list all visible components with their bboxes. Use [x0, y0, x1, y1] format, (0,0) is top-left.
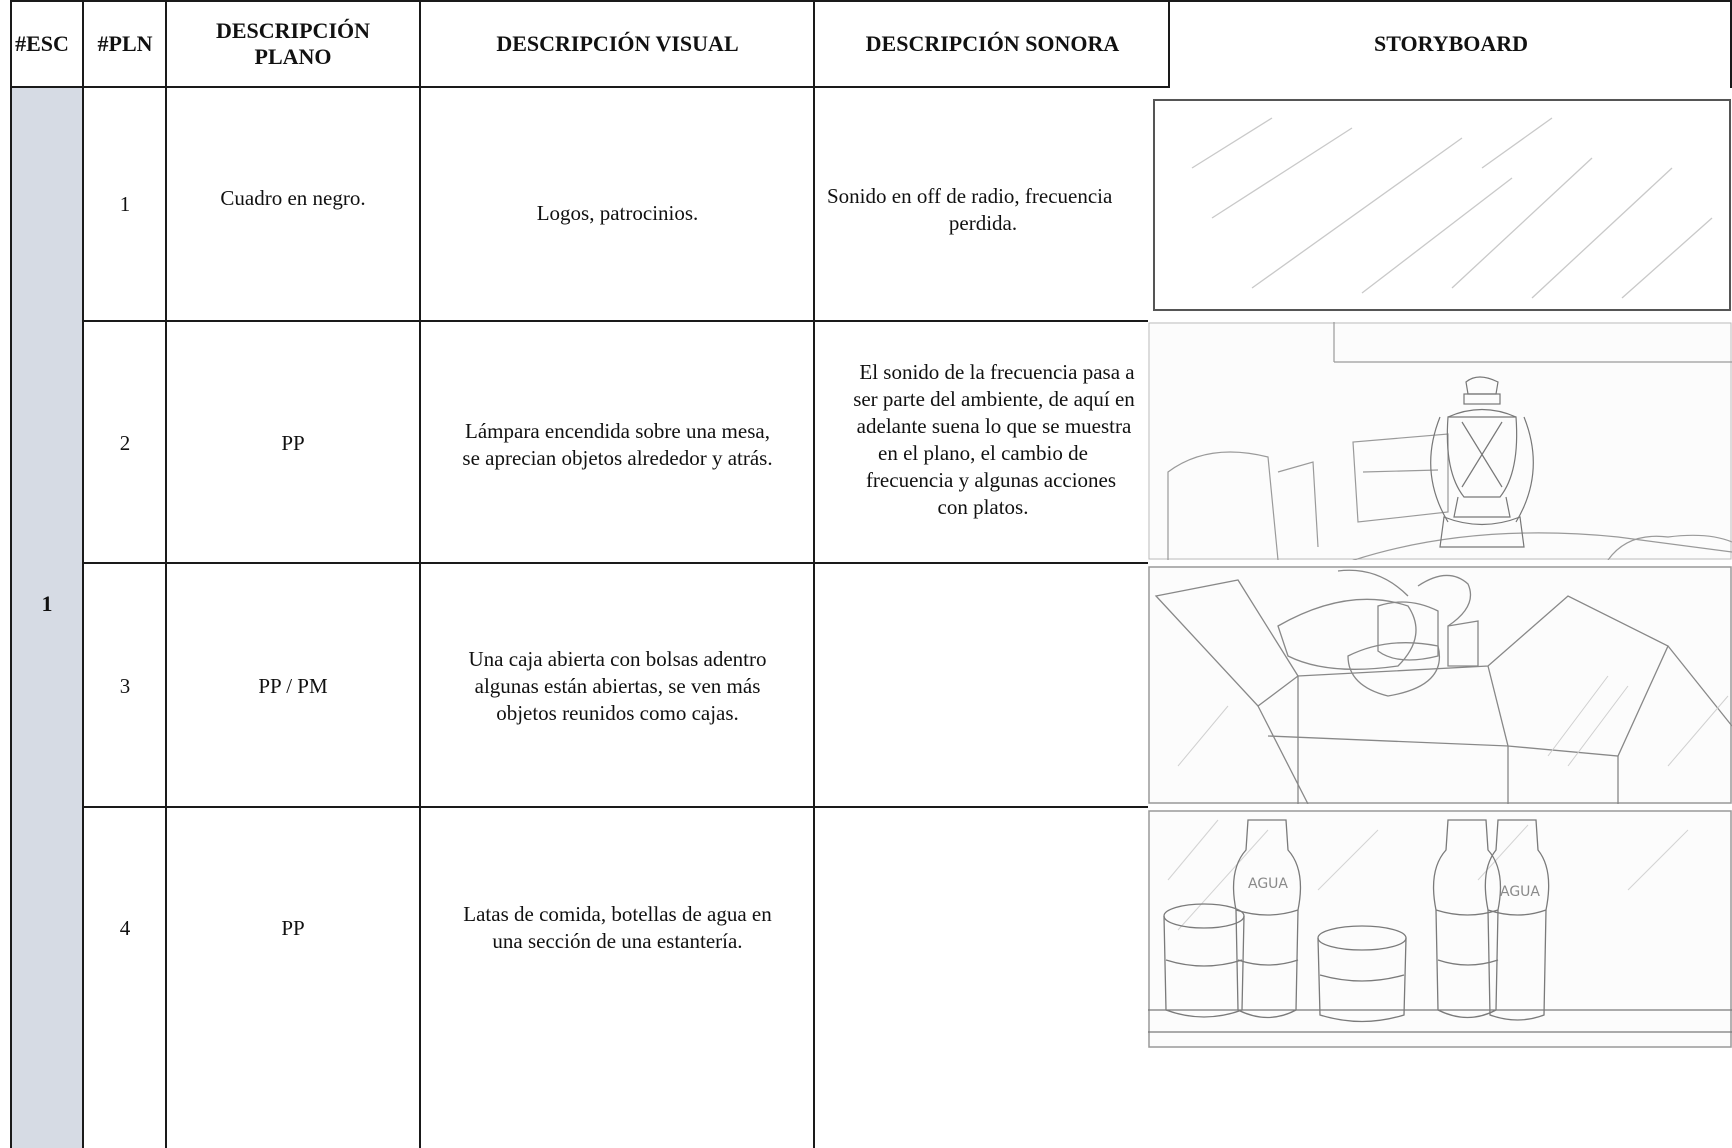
storyboard-frame-4: AGUA AGUA — [1148, 810, 1732, 1048]
header-storyboard: STORYBOARD — [1170, 0, 1732, 88]
table-row-1-visual: Logos, patrocinios. — [420, 88, 815, 338]
row-2-sonora-line2: ser parte del ambiente, de aquí en — [853, 387, 1135, 411]
grid-line — [82, 806, 1148, 808]
table-row-1-pln: 1 — [84, 88, 166, 320]
table-row-1-plano: Cuadro en negro. — [166, 88, 420, 308]
row-2-sonora-line5: frecuencia y algunas acciones — [865, 468, 1117, 492]
row-4-visual-line2: una sección de una estantería. — [492, 929, 743, 953]
header-sonora: DESCRIPCIÓN SONORA — [815, 0, 1170, 88]
table-row-2-visual: Lámpara encendida sobre una mesa, se apr… — [420, 322, 815, 564]
grid-line — [10, 86, 1170, 88]
row-1-plano-value: Cuadro en negro. — [220, 185, 366, 210]
row-2-sonora-line4: en el plano, el cambio de — [878, 441, 1088, 465]
table-row-3-sonora — [815, 564, 1151, 808]
storyboard-frame-2 — [1148, 322, 1732, 560]
row-2-sonora-line6: con platos. — [937, 495, 1029, 519]
row-1-visual-line1: Logos, patrocinios. — [536, 200, 699, 225]
header-pln-label: #PLN — [97, 31, 153, 56]
header-visual: DESCRIPCIÓN VISUAL — [420, 0, 815, 88]
blank-frame-sketch-icon — [1153, 99, 1731, 311]
grid-line — [813, 0, 815, 1148]
table-row-4-sonora — [815, 808, 1151, 1048]
row-2-plano-value: PP — [281, 430, 305, 455]
row-2-visual-line2: se aprecian objetos alrededor y atrás. — [462, 446, 773, 470]
grid-line — [1730, 0, 1732, 88]
row-2-pln-value: 2 — [119, 430, 131, 455]
header-sonora-label: DESCRIPCIÓN SONORA — [865, 31, 1120, 56]
header-esc-label: #ESC — [15, 31, 69, 56]
table-row-3-plano: PP / PM — [166, 564, 420, 808]
row-3-pln-value: 3 — [119, 673, 131, 698]
row-3-plano-value: PP / PM — [258, 673, 328, 698]
grid-line — [165, 0, 167, 1148]
storyboard-frame-3 — [1148, 566, 1732, 804]
row-1-pln-value: 1 — [119, 191, 131, 216]
grid-line — [1168, 0, 1170, 88]
header-pln: #PLN — [84, 0, 166, 88]
row-1-sonora-line1: Sonido en off de radio, frecuencia — [827, 184, 1113, 208]
storyboard-frame-1 — [1152, 98, 1732, 312]
header-plano-line2: PLANO — [254, 44, 332, 69]
table-row-2-plano: PP — [166, 322, 420, 564]
grid-line — [10, 0, 12, 1148]
row-2-visual-line1: Lámpara encendida sobre una mesa, — [465, 419, 770, 443]
open-box-sketch-icon — [1148, 566, 1732, 804]
scene-column-band — [12, 88, 82, 1148]
oil-lamp-sketch-icon — [1148, 322, 1732, 560]
grid-line — [10, 0, 1732, 2]
header-plano-line1: DESCRIPCIÓN — [215, 18, 371, 43]
table-row-1-sonora: Sonido en off de radio, frecuencia perdi… — [815, 170, 1151, 250]
row-4-pln-value: 4 — [119, 915, 131, 940]
table-row-3-visual: Una caja abierta con bolsas adentro algu… — [420, 564, 815, 808]
row-1-sonora-line2: perdida. — [948, 211, 1018, 235]
table-row-4-pln: 4 — [84, 808, 166, 1048]
grid-line — [82, 320, 1148, 322]
row-3-visual-line1: Una caja abierta con bolsas adentro — [468, 646, 767, 671]
row-4-plano-value: PP — [281, 915, 305, 940]
scene-number-label: 1 — [41, 590, 53, 616]
scene-number: 1 — [12, 88, 82, 1148]
table-row-4-visual: Latas de comida, botellas de agua en una… — [420, 808, 815, 1048]
row-3-visual-line2: algunas están abiertas, se ven más — [474, 673, 761, 698]
row-4-visual-line1: Latas de comida, botellas de agua en — [463, 902, 772, 926]
bottle-label-1: AGUA — [1248, 876, 1288, 892]
grid-line — [82, 562, 1148, 564]
header-esc: #ESC — [0, 0, 84, 88]
table-row-2-pln: 2 — [84, 322, 166, 564]
grid-line — [82, 0, 84, 1148]
table-row-4-plano: PP — [166, 808, 420, 1048]
row-2-sonora-line1: El sonido de la frecuencia pasa a — [859, 360, 1135, 384]
cans-bottles-sketch-icon: AGUA AGUA — [1148, 810, 1732, 1048]
row-2-sonora-line3: adelante suena lo que se muestra — [856, 414, 1132, 438]
bottle-label-2: AGUA — [1500, 884, 1540, 900]
header-plano: DESCRIPCIÓN PLANO — [166, 0, 420, 88]
table-row-3-pln: 3 — [84, 564, 166, 808]
grid-line — [419, 0, 421, 1148]
row-3-visual-line3: objetos reunidos como cajas. — [496, 700, 739, 725]
header-storyboard-label: STORYBOARD — [1373, 31, 1529, 56]
table-row-2-sonora: El sonido de la frecuencia pasa a ser pa… — [815, 322, 1151, 564]
header-visual-label: DESCRIPCIÓN VISUAL — [496, 31, 739, 56]
